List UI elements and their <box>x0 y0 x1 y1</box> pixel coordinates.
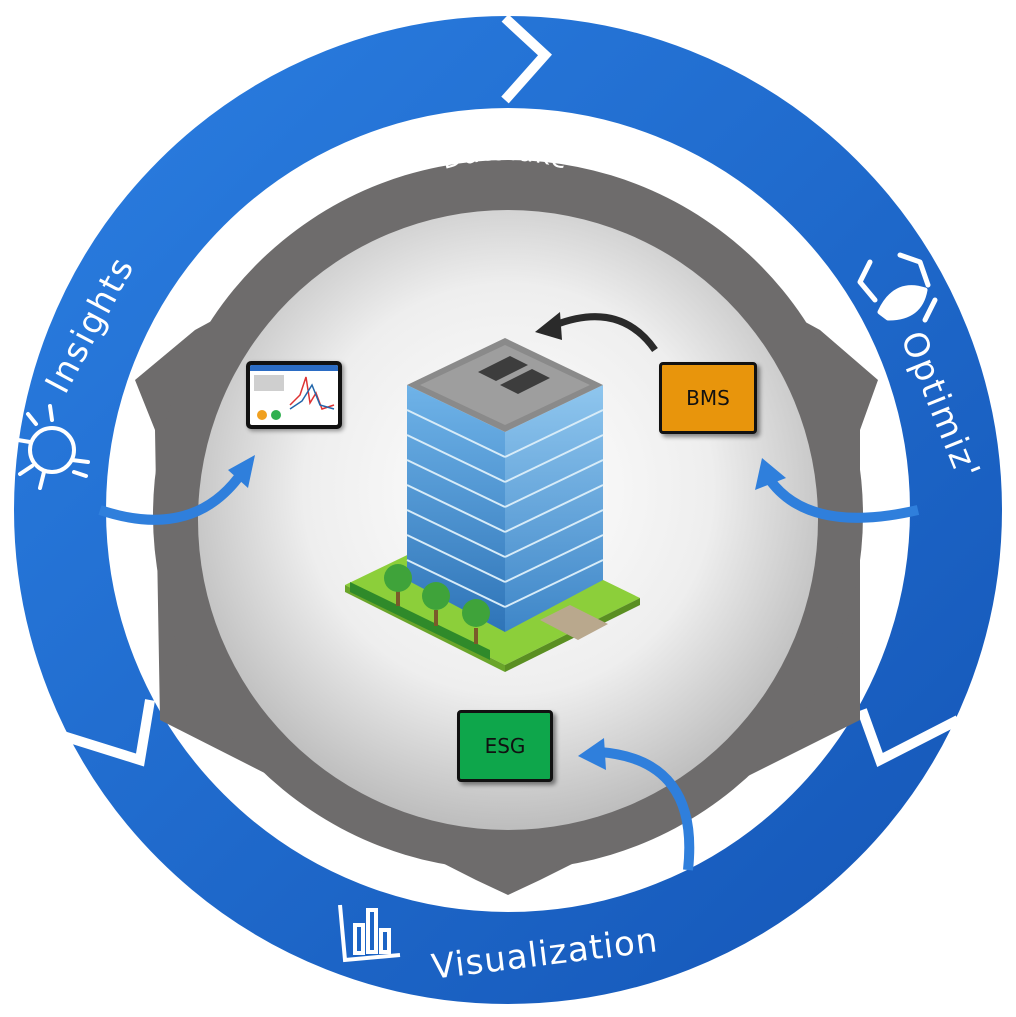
bms-label: BMS <box>686 386 730 410</box>
arrow-insights-to-dashboard <box>98 455 255 525</box>
arrow-bms-to-building <box>535 312 658 353</box>
dashboard-screen-icon <box>246 361 342 429</box>
tree-icon <box>384 564 490 644</box>
arrow-visualization-to-esg <box>578 738 695 871</box>
outer-cycle-ring <box>14 14 1002 1004</box>
ring-chevron-top <box>501 14 552 104</box>
esg-box: ESG <box>457 710 553 782</box>
arrow-optimiz-to-bms <box>755 458 920 523</box>
bms-box: BMS <box>659 362 757 434</box>
office-building-icon <box>345 338 640 672</box>
esg-label: ESG <box>484 734 526 758</box>
lightbulb-icon <box>16 404 90 490</box>
dashboard-content <box>250 365 338 420</box>
recycle-leaf-icon <box>857 252 938 323</box>
bar-chart-icon <box>338 904 401 963</box>
ring-chevron-left <box>58 699 155 767</box>
ring-chevron-right <box>857 708 961 768</box>
